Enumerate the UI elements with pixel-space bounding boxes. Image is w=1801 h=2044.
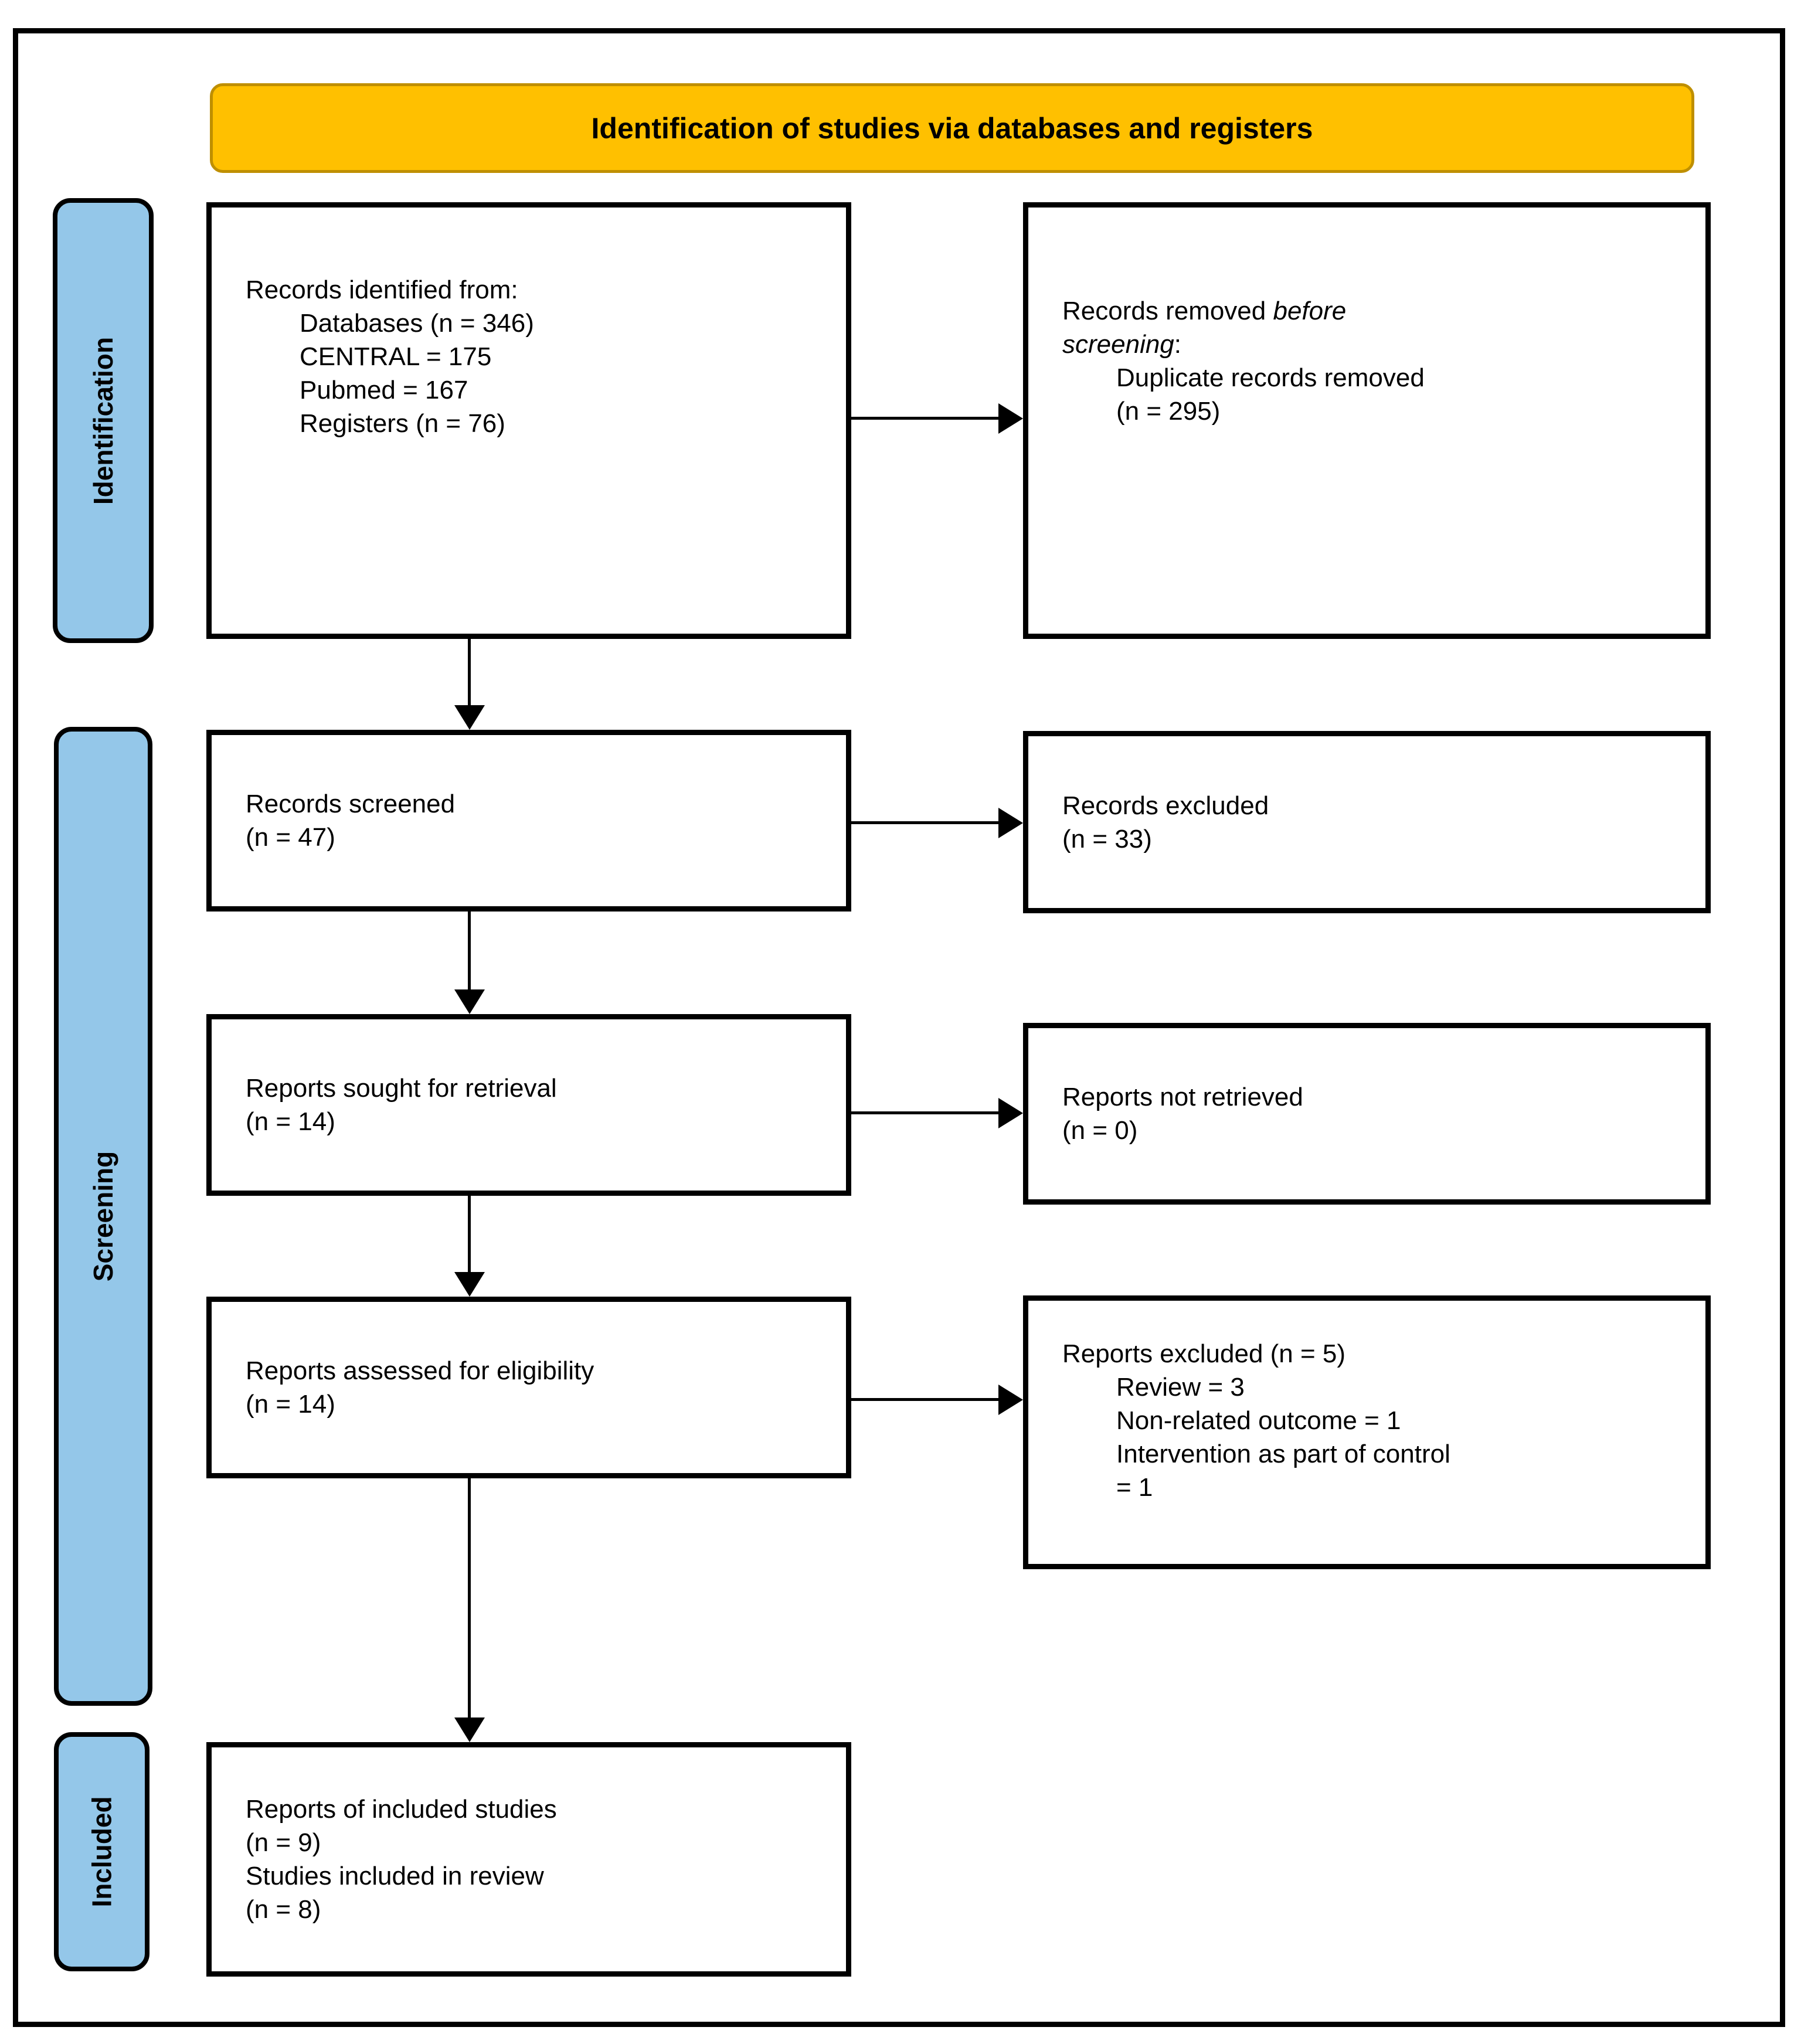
box-records-removed-before-screening: Records removed before screening: Duplicat… bbox=[1023, 202, 1711, 639]
box-line: Review = 3 bbox=[1116, 1373, 1245, 1402]
box-line: Non-related outcome = 1 bbox=[1116, 1406, 1401, 1435]
box-records-screened: Records screened (n = 47) bbox=[206, 730, 851, 912]
stage-label-included-text: Included bbox=[86, 1796, 117, 1907]
box-line: (n = 0) bbox=[1062, 1116, 1138, 1145]
box-line: Studies included in review bbox=[246, 1862, 544, 1890]
box-line: Duplicate records removed bbox=[1116, 363, 1425, 392]
banner-title-text: Identification of studies via databases … bbox=[591, 111, 1313, 145]
box-line: Reports of included studies bbox=[246, 1795, 557, 1824]
box-line: Records identified from: bbox=[246, 276, 518, 304]
box-line: Intervention as part of control bbox=[1116, 1440, 1450, 1468]
box-reports-assessed-for-eligibility: Reports assessed for eligibility (n = 14) bbox=[206, 1297, 851, 1478]
box-line: (n = 33) bbox=[1062, 824, 1152, 853]
arrow-sought-to-not-retrieved bbox=[851, 1111, 1000, 1114]
stage-label-screening-text: Screening bbox=[88, 1151, 119, 1282]
box-reports-not-retrieved: Reports not retrieved (n = 0) bbox=[1023, 1023, 1711, 1205]
box-line: (n = 47) bbox=[246, 823, 335, 852]
box-line: (n = 295) bbox=[1116, 397, 1221, 426]
box-line: Records excluded bbox=[1062, 791, 1269, 820]
box-line: Reports excluded (n = 5) bbox=[1062, 1339, 1346, 1368]
box-line: screening: bbox=[1062, 330, 1182, 359]
box-line: (n = 14) bbox=[246, 1107, 335, 1136]
arrow-assessed-to-included bbox=[468, 1478, 471, 1719]
stage-label-identification: Identification bbox=[53, 198, 154, 643]
arrow-identified-to-screened bbox=[468, 639, 471, 706]
box-line: Reports assessed for eligibility bbox=[246, 1356, 594, 1385]
arrow-assessed-to-reports-excluded bbox=[851, 1398, 1000, 1401]
box-line: (n = 9) bbox=[246, 1828, 321, 1857]
box-line: = 1 bbox=[1116, 1473, 1153, 1502]
box-reports-sought-for-retrieval: Reports sought for retrieval (n = 14) bbox=[206, 1014, 851, 1196]
figure-border bbox=[13, 28, 1785, 2027]
box-line: (n = 14) bbox=[246, 1390, 335, 1419]
arrow-sought-to-assessed bbox=[468, 1196, 471, 1273]
arrow-screened-to-sought bbox=[468, 910, 471, 991]
box-records-excluded: Records excluded (n = 33) bbox=[1023, 731, 1711, 913]
box-line: Records removed before bbox=[1062, 297, 1347, 325]
box-line: Pubmed = 167 bbox=[300, 376, 468, 404]
box-records-identified: Records identified from: Databases (n = 3… bbox=[206, 202, 851, 639]
arrow-screened-to-excluded bbox=[851, 821, 1000, 824]
box-included-studies: Reports of included studies (n = 9) Studie… bbox=[206, 1742, 851, 1977]
arrow-identified-to-removed bbox=[851, 417, 1000, 420]
box-line: Databases (n = 346) bbox=[300, 309, 534, 338]
box-line: CENTRAL = 175 bbox=[300, 342, 492, 371]
box-line: Reports not retrieved bbox=[1062, 1083, 1303, 1111]
box-line: (n = 8) bbox=[246, 1895, 321, 1924]
stage-label-identification-text: Identification bbox=[88, 336, 119, 505]
box-line: Records screened bbox=[246, 790, 456, 818]
stage-label-screening: Screening bbox=[54, 727, 152, 1706]
box-line: Reports sought for retrieval bbox=[246, 1074, 557, 1103]
box-line: Registers (n = 76) bbox=[300, 409, 505, 438]
banner-title: Identification of studies via databases … bbox=[210, 83, 1694, 173]
stage-label-included: Included bbox=[54, 1732, 149, 1971]
box-reports-excluded: Reports excluded (n = 5) Review = 3 Non-re… bbox=[1023, 1295, 1711, 1569]
